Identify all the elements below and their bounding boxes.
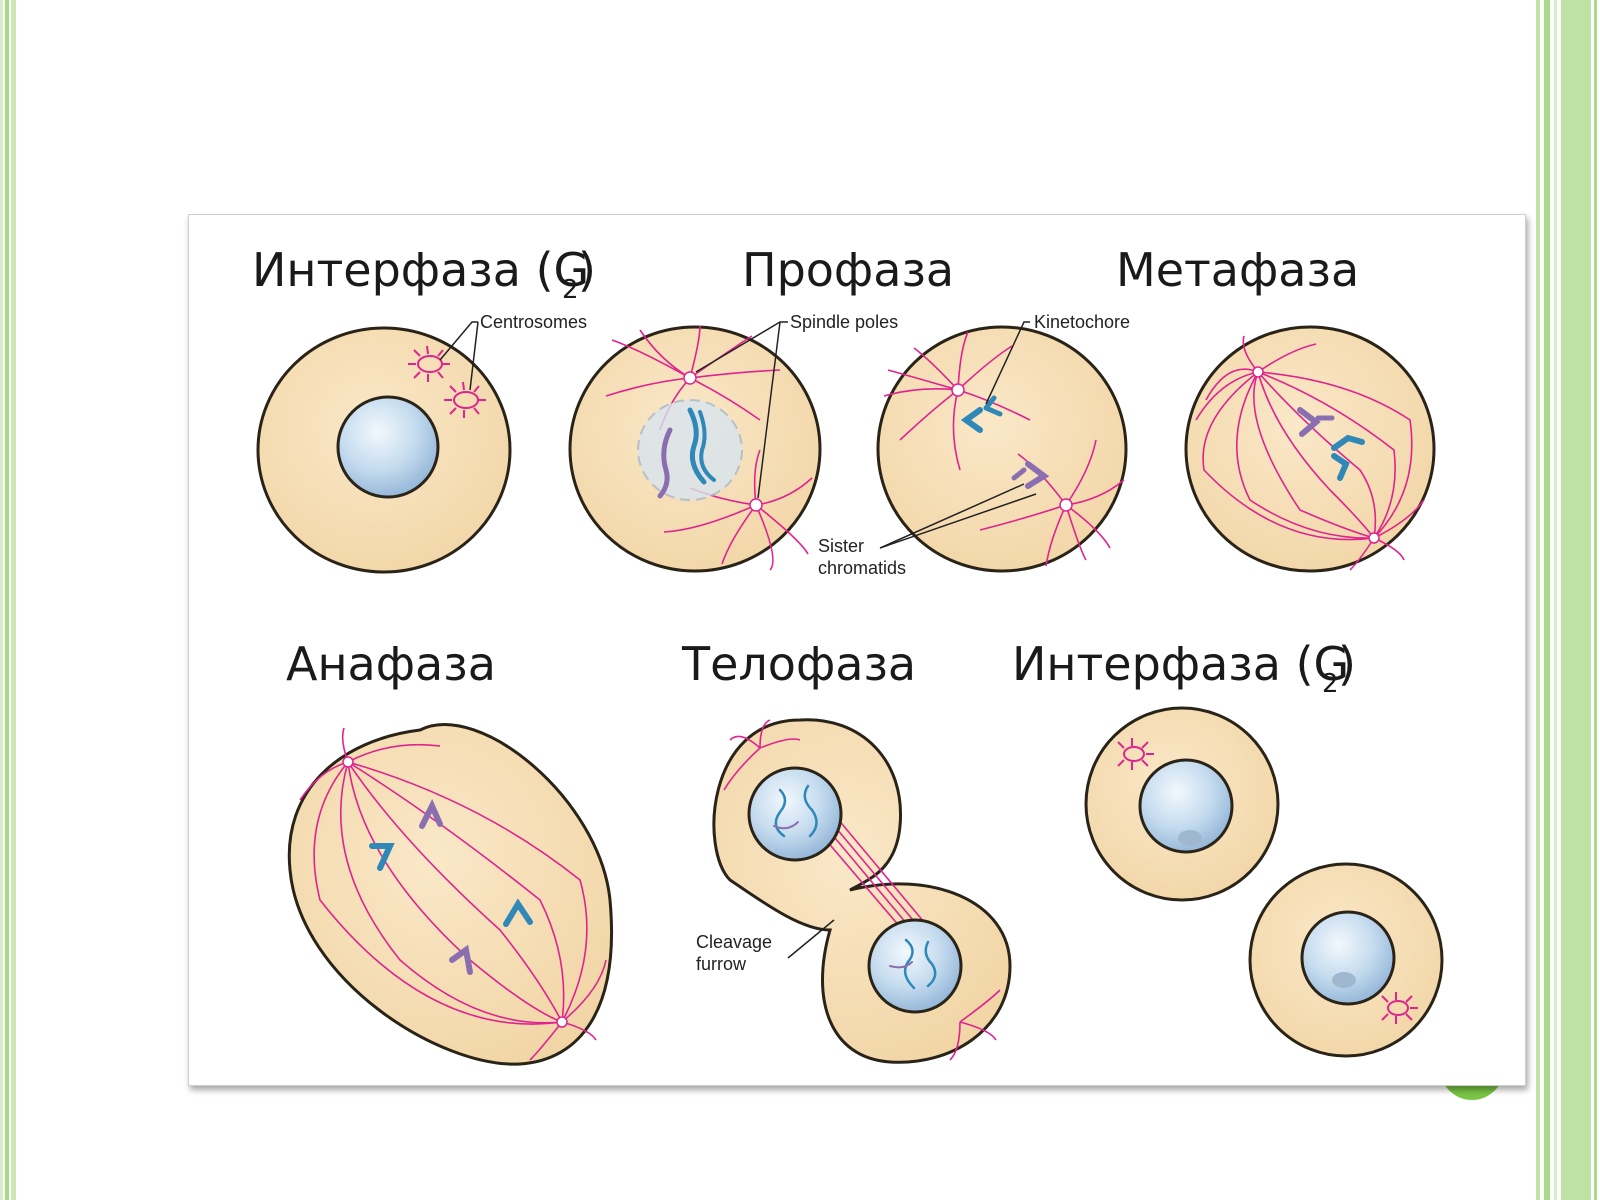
prometaphase-chromosomes (960, 395, 1050, 489)
telophase-nucleus-bottom (867, 918, 963, 1014)
telophase-spindle (723, 719, 1001, 1061)
spindle-poles-label: Spindle poles (790, 312, 898, 332)
daughter-1-centrosome (1117, 738, 1154, 770)
title-interphase-top: Интерфаза (G 2 ) (252, 243, 596, 305)
metaphase-poles (1252, 366, 1380, 544)
svg-text:): ) (578, 243, 596, 297)
centrosomes-label: Centrosomes (480, 312, 587, 332)
cell-interphase-top: Centrosomes (256, 312, 587, 574)
title-interphase-bottom: Интерфаза (G 2 ) (1012, 637, 1356, 699)
kinetochore-label-pointer (985, 321, 1030, 405)
anaphase-poles (342, 756, 568, 1028)
kinetochore-label: Kinetochore (1034, 312, 1130, 332)
title-prophase: Профаза (742, 243, 954, 297)
centrosome-1 (408, 345, 450, 382)
prophase-chromosomes (657, 407, 716, 499)
daughter-2-centrosome (1381, 992, 1418, 1024)
anaphase-spindle (299, 727, 607, 1061)
cell-prometaphase: Kinetochore Sister chromatids (818, 312, 1130, 578)
title-anaphase: Анафаза (286, 637, 496, 691)
slide-right-border (1530, 0, 1600, 1200)
title-telophase: Телофаза (681, 637, 916, 691)
cleavage-furrow-label-line1: Cleavage (696, 932, 772, 952)
cell-telophase: Cleavage furrow (696, 718, 1012, 1064)
daughter-2-nucleus (1300, 910, 1396, 1006)
metaphase-chromosomes (1297, 407, 1365, 481)
telophase-chromatin (773, 784, 937, 990)
metaphase-spindle (1195, 335, 1425, 571)
centrosome-2 (444, 381, 486, 418)
slide-left-border (0, 0, 16, 1200)
spindle-poles (683, 371, 763, 512)
spindle-poles-label-pointer (695, 321, 788, 499)
fragmenting-nuclear-envelope (637, 399, 743, 501)
cell-interphase-daughter-1 (1084, 706, 1280, 902)
cell-metaphase (1184, 325, 1436, 573)
svg-text:2: 2 (1322, 669, 1339, 699)
svg-text:2: 2 (562, 275, 579, 305)
cleavage-furrow-label-line2: furrow (696, 954, 747, 974)
cell-interphase-daughter-2 (1248, 862, 1444, 1058)
sister-chromatids-label-line1: Sister (818, 536, 864, 556)
svg-text:Интерфаза (G: Интерфаза (G (252, 243, 589, 297)
centrosomes-label-pointer (439, 321, 479, 391)
anaphase-chromosomes (369, 798, 533, 975)
cell-prophase: Spindle poles (568, 312, 898, 573)
telophase-nucleus-top (747, 766, 843, 862)
nucleus (336, 395, 440, 499)
prophase-spindle (605, 325, 813, 571)
cell-anaphase (287, 723, 613, 1066)
prometaphase-poles (951, 383, 1073, 512)
svg-text:Интерфаза (G: Интерфаза (G (1012, 637, 1349, 691)
title-metaphase: Метафаза (1116, 243, 1359, 297)
sister-chromatids-label-line2: chromatids (818, 558, 906, 578)
cleavage-furrow-label-pointer (787, 919, 835, 959)
daughter-1-nucleus (1138, 758, 1234, 854)
sister-chromatids-label-pointer (879, 483, 1037, 549)
svg-text:): ) (1338, 637, 1356, 691)
